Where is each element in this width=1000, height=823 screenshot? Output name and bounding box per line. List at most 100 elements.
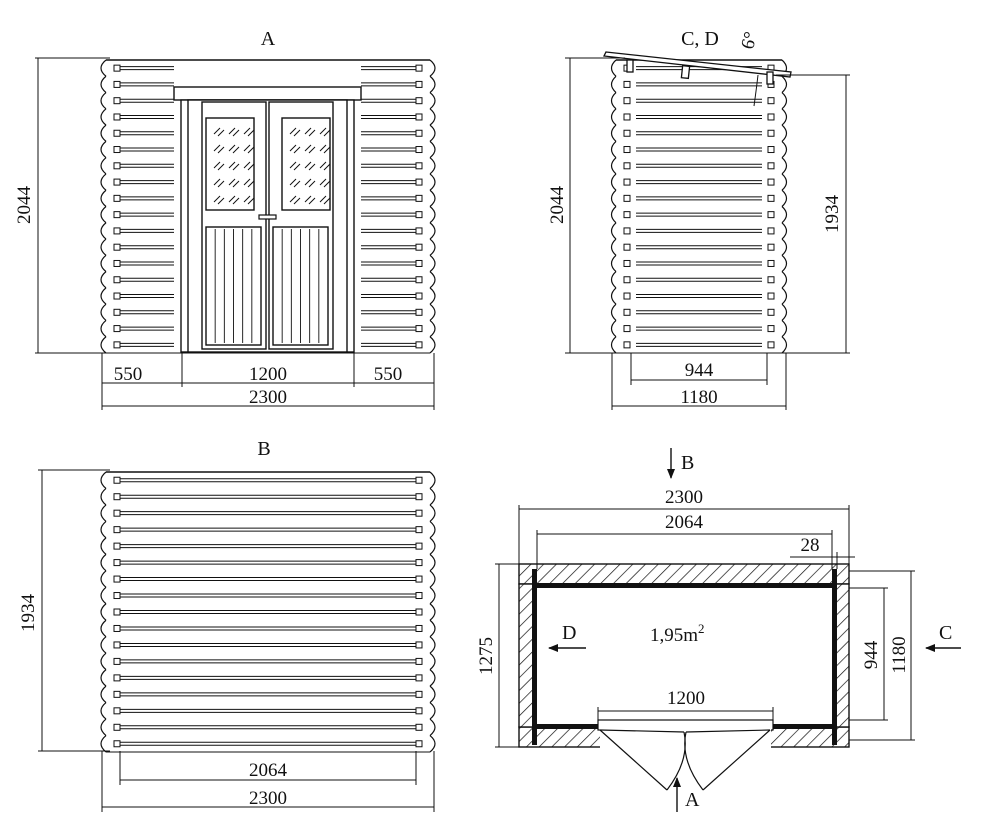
log-end-left	[100, 287, 107, 305]
log-notch	[113, 608, 121, 616]
glazing-mark	[304, 144, 312, 152]
log-end-right	[781, 75, 788, 94]
log-end-left	[610, 140, 617, 159]
log-notch	[113, 624, 121, 632]
log-notch	[113, 526, 121, 534]
log-end-left	[610, 336, 617, 354]
log-notch	[415, 476, 423, 484]
log-notch	[113, 476, 121, 484]
glazing-mark	[308, 197, 316, 205]
log-end-right	[781, 206, 788, 224]
glazing-mark	[293, 180, 301, 188]
door-handle	[258, 214, 277, 220]
log-end-left	[100, 254, 107, 273]
log-end-right	[429, 553, 436, 572]
log-end-right	[781, 173, 788, 191]
glazing-mark	[213, 178, 221, 186]
view-cd-height-back: 1934	[822, 195, 843, 234]
log-notch	[415, 178, 423, 186]
log-end-left	[100, 189, 107, 207]
glazing-mark	[319, 195, 327, 203]
glazing-mark	[217, 180, 225, 188]
plan-dim-depth-inner: 944	[861, 640, 882, 669]
log-end-left	[100, 92, 107, 110]
log-end-left	[610, 238, 617, 256]
glazing-mark	[213, 161, 221, 169]
log-notch	[623, 243, 631, 251]
glazing-mark	[213, 144, 221, 152]
log-notch	[623, 292, 631, 300]
log-notch	[623, 276, 631, 284]
glazing-mark	[243, 127, 251, 135]
log-end-left	[100, 206, 107, 224]
log-notch	[113, 178, 121, 186]
log-notch	[767, 97, 775, 105]
glazing-mark	[228, 195, 236, 203]
plan-dim-door-width: 1200	[667, 688, 705, 709]
view-a-height-dim: 2044	[14, 186, 35, 225]
log-end-left	[610, 287, 617, 305]
glazing-mark	[323, 129, 331, 137]
log-notch	[113, 740, 121, 748]
glazing-mark	[232, 180, 240, 188]
log-end-left	[100, 59, 107, 77]
glazing-mark	[228, 161, 236, 169]
log-end-left	[610, 75, 617, 94]
log-end-right	[429, 336, 436, 354]
glazing-mark	[243, 161, 251, 169]
log-notch	[623, 162, 631, 170]
log-notch	[415, 292, 423, 300]
view-cd-outer-width: 1180	[680, 387, 717, 408]
view-b-height-dim: 1934	[18, 594, 39, 633]
log-end-left	[100, 222, 107, 240]
log-end-left	[100, 520, 107, 539]
glazing-mark	[228, 178, 236, 186]
roof-slope-angle: 6°	[737, 30, 762, 52]
log-end-right	[781, 124, 788, 142]
log-end-right	[429, 287, 436, 305]
log-notch	[113, 542, 121, 550]
log-end-right	[429, 59, 436, 77]
log-end-right	[429, 636, 436, 654]
log-end-right	[429, 75, 436, 94]
log-notch	[113, 308, 121, 316]
log-notch	[415, 227, 423, 235]
view-cd-title: C, D	[681, 28, 719, 50]
plan-area-label: 1,95m2	[650, 621, 705, 646]
view-b-back-elevation: B 1934 2064 2300	[18, 438, 436, 812]
log-end-right	[429, 619, 436, 638]
log-notch	[767, 162, 775, 170]
view-arrows	[548, 448, 961, 812]
log-notch	[415, 575, 423, 583]
view-a-log-wall	[100, 59, 436, 354]
log-notch	[415, 740, 423, 748]
log-notch	[113, 243, 121, 251]
log-notch	[415, 674, 423, 682]
view-cd-log-wall	[610, 59, 788, 354]
log-end-right	[429, 488, 436, 506]
log-notch	[767, 292, 775, 300]
glazing-mark	[293, 146, 301, 154]
log-end-left	[100, 553, 107, 572]
plan-dim-total-width: 2300	[665, 487, 703, 508]
glazing-mark	[247, 163, 255, 171]
plan-dim-inner-width: 2064	[665, 512, 704, 533]
log-notch	[415, 194, 423, 202]
log-end-right	[781, 271, 788, 289]
view-a-dim-total: 2300	[249, 387, 287, 408]
glazing-mark	[247, 146, 255, 154]
log-notch	[767, 178, 775, 186]
log-end-left	[610, 222, 617, 240]
log-end-left	[100, 124, 107, 142]
log-end-right	[781, 108, 788, 126]
log-notch	[767, 227, 775, 235]
view-b-inner-width: 2064	[249, 760, 288, 781]
log-notch	[623, 341, 631, 349]
glazing-mark	[323, 146, 331, 154]
log-notch	[415, 690, 423, 698]
log-notch	[767, 243, 775, 251]
log-end-left	[610, 157, 617, 175]
log-notch	[415, 707, 423, 715]
